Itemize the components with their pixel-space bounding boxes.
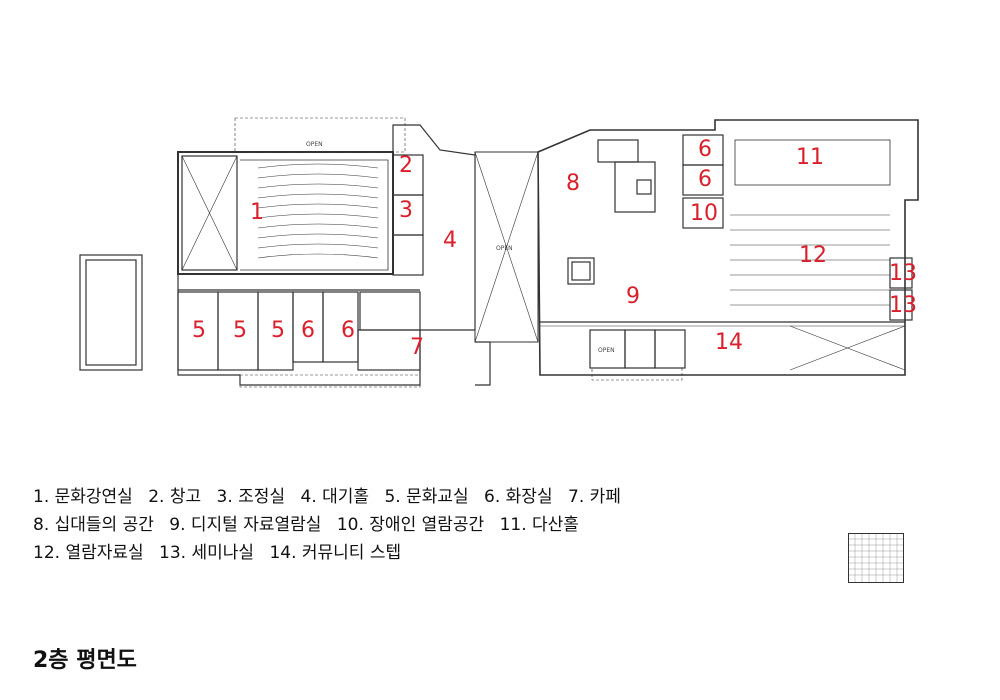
open-void	[474, 151, 539, 343]
open-label: OPEN	[496, 245, 513, 252]
room-label-9: 9	[626, 284, 640, 309]
room-label-1: 1	[250, 200, 264, 225]
room-label-7: 7	[410, 335, 424, 360]
legend-item: 4. 대기홀	[300, 487, 370, 507]
room-label-5b: 5	[233, 318, 247, 343]
room-label-5c: 5	[271, 318, 285, 343]
page-title: 2층 평면도	[33, 648, 137, 673]
room-label-10: 10	[690, 201, 718, 226]
room-label-11: 11	[796, 145, 824, 170]
floor-plan: OPEN OPEN OPEN	[79, 117, 919, 388]
room-label-14: 14	[715, 330, 743, 355]
room-label-13a: 13	[889, 261, 917, 286]
room-label-8: 8	[566, 171, 580, 196]
room-label-13b: 13	[889, 293, 917, 318]
legend-item: 6. 화장실	[484, 487, 553, 507]
legend-item: 8. 십대들의 공간	[33, 515, 154, 535]
legend-item: 11. 다산홀	[499, 515, 579, 535]
scale-grid-icon	[848, 533, 904, 583]
lecture-hall	[177, 151, 394, 275]
legend-row-3: 12. 열람자료실 13. 세미나실 14. 커뮤니티 스텝	[33, 538, 411, 563]
open-label: OPEN	[598, 347, 615, 354]
right-wing-outline	[537, 119, 919, 376]
legend-item: 12. 열람자료실	[33, 543, 144, 563]
room-label-2: 2	[399, 153, 413, 178]
legend-item: 13. 세미나실	[159, 543, 255, 563]
room-label-6b: 6	[341, 318, 355, 343]
legend-item: 9. 디지털 자료열람실	[169, 515, 322, 535]
room-label-6a: 6	[301, 318, 315, 343]
room-label-6d: 6	[698, 167, 712, 192]
legend-item: 3. 조정실	[216, 487, 286, 507]
legend-row-1: 1. 문화강연실 2. 창고 3. 조정실 4. 대기홀 5. 문화교실 6. …	[33, 482, 631, 507]
legend-row-2: 8. 십대들의 공간 9. 디지털 자료열람실 10. 장애인 열람공간 11.…	[33, 510, 589, 535]
room-label-12: 12	[799, 243, 827, 268]
room-label-5a: 5	[192, 318, 206, 343]
legend-item: 5. 문화교실	[384, 487, 469, 507]
legend-item: 7. 카페	[568, 487, 621, 507]
legend-item: 1. 문화강연실	[33, 487, 133, 507]
room-label-6c: 6	[698, 137, 712, 162]
legend-item: 2. 창고	[148, 487, 202, 507]
room-label-4: 4	[443, 228, 457, 253]
legend-item: 14. 커뮤니티 스텝	[269, 543, 402, 563]
open-label: OPEN	[306, 141, 323, 148]
legend-item: 10. 장애인 열람공간	[336, 515, 485, 535]
detached-block	[79, 254, 143, 371]
room-label-3: 3	[399, 198, 413, 223]
